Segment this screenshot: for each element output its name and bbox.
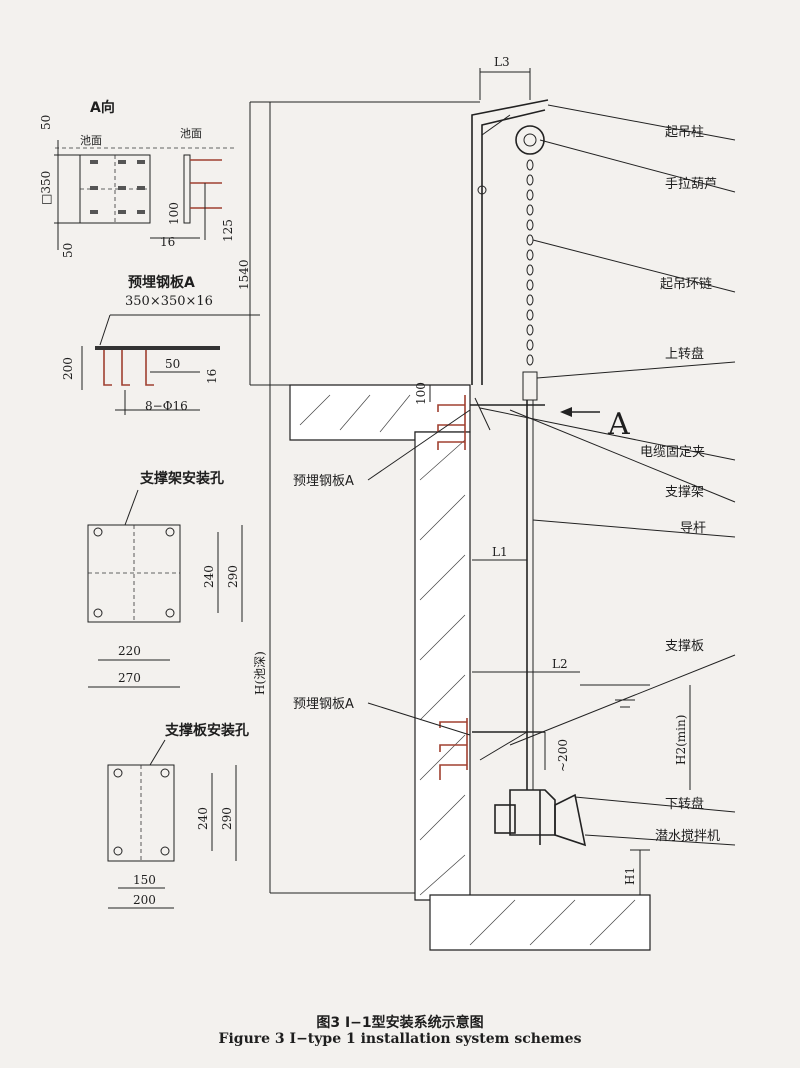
dim-label: 16 <box>205 369 219 384</box>
pool-surface-label: 池面 <box>80 134 102 147</box>
view-a-detail: A向 池面 池面 50 □350 50 100 16 125 <box>39 99 235 258</box>
dim-label: 200 <box>133 893 156 907</box>
callout-submersible-mixer: 潜水搅拌机 <box>655 828 720 844</box>
dim-pool-depth: H(池深) <box>253 651 267 695</box>
callout-cable-clamp: 电缆固定夹 <box>640 444 705 460</box>
main-assembly-view: 1540 H(池深) L3 <box>237 55 691 951</box>
dim-label: 270 <box>118 671 141 685</box>
callout-guide-rod: 导杆 <box>680 521 706 536</box>
callout-lifting-column: 起吊柱 <box>665 125 704 140</box>
callout-hand-hoist: 手拉葫芦 <box>665 177 717 192</box>
support-frame-holes: 支撑架安装孔 240 290 220 270 <box>87 470 243 688</box>
pool-surface-label: 池面 <box>180 127 202 140</box>
caption-cn: 图3 Ⅰ−1型安装系统示意图 <box>316 1015 484 1031</box>
dim-label: 125 <box>221 219 235 242</box>
dim-L3: L3 <box>494 55 510 69</box>
dim-label: 240 <box>202 565 216 588</box>
dim-label: □350 <box>39 171 53 205</box>
dim-100: 100 <box>414 382 428 405</box>
dim-200: ~200 <box>556 739 570 772</box>
caption-en: Figure 3 Ⅰ−type 1 installation system sc… <box>218 1031 582 1047</box>
callout-support-plate: 支撑板 <box>665 639 704 654</box>
dim-H1: H1 <box>623 867 637 885</box>
support-frame-holes-title: 支撑架安装孔 <box>139 470 224 487</box>
dim-L1: L1 <box>492 545 508 559</box>
callout-support-frame: 支撑架 <box>665 485 704 500</box>
dim-label: 200 <box>61 357 75 380</box>
embedded-plate-label: 预埋钢板A <box>293 697 354 712</box>
dim-label: 290 <box>220 807 234 830</box>
callout-lower-turntable: 下转盘 <box>665 796 704 812</box>
dim-label: 100 <box>167 202 181 225</box>
dim-label: 50 <box>39 115 53 130</box>
dim-label: 8−Φ16 <box>145 399 188 413</box>
dim-H2: H2(min) <box>674 715 688 765</box>
callout-lifting-chain: 起吊环链 <box>660 277 712 292</box>
embedded-plate-detail: 预埋钢板A 350×350×16 200 50 16 8−Φ16 <box>61 274 260 415</box>
view-a-title: A向 <box>90 99 115 116</box>
dim-1540: 1540 <box>237 259 251 290</box>
support-plate-holes: 支撑板安装孔 240 290 150 200 <box>107 722 249 909</box>
callout-upper-turntable: 上转盘 <box>665 346 704 362</box>
embedded-plate-title: 预埋钢板A <box>128 274 195 291</box>
dim-label: 290 <box>226 565 240 588</box>
embedded-plate-spec: 350×350×16 <box>125 294 213 309</box>
dim-L2: L2 <box>552 657 568 671</box>
dim-label: 240 <box>196 807 210 830</box>
embedded-plate-label: 预埋钢板A <box>293 474 354 489</box>
callouts: 起吊柱 手拉葫芦 起吊环链 上转盘 电缆固定夹 支撑架 导杆 支撑板 下转盘 潜… <box>479 104 736 846</box>
dim-label: 220 <box>118 644 141 658</box>
dim-label: 150 <box>133 873 156 887</box>
dim-label: 50 <box>61 243 75 258</box>
direction-marker-a: A <box>607 407 630 442</box>
dim-label: 16 <box>160 235 175 249</box>
support-plate-holes-title: 支撑板安装孔 <box>164 722 249 739</box>
dim-label: 50 <box>165 357 180 371</box>
